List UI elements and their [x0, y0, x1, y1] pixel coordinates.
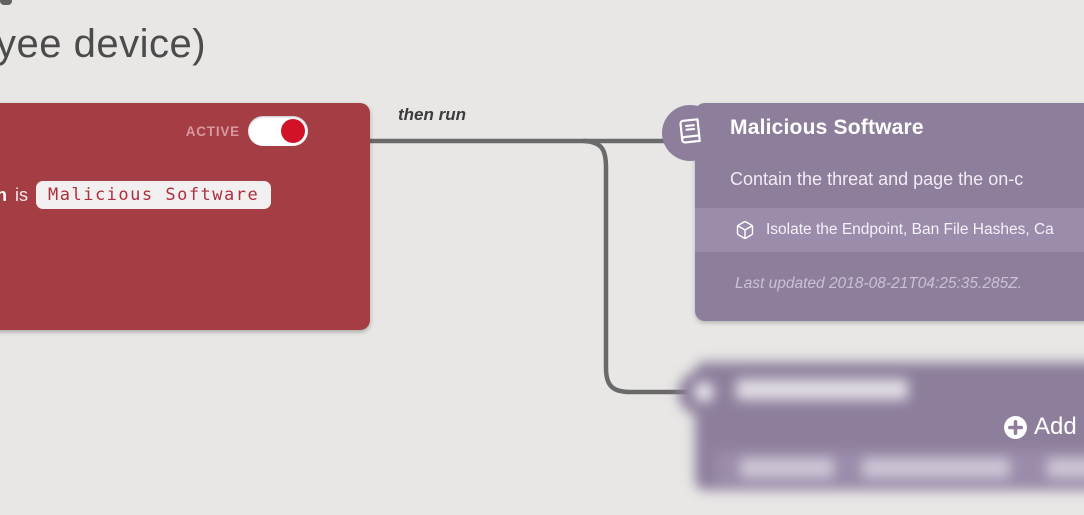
active-label: ACTIVE	[185, 123, 240, 139]
trigger-card[interactable]: ACTIVE n is Malicious Software	[0, 103, 370, 330]
playbook-card[interactable]: Malicious Software Contain the threat an…	[662, 103, 1084, 321]
clipped-text-remnant	[0, 0, 12, 5]
playbook-node-circle	[662, 105, 718, 161]
blurred-step-label	[740, 458, 834, 478]
condition-value-chip: Malicious Software	[36, 181, 272, 209]
blurred-node-icon	[694, 382, 714, 402]
blurred-step-label	[1047, 458, 1084, 478]
cube-icon	[735, 220, 755, 240]
active-toggle[interactable]	[248, 116, 308, 146]
page-title: yee device)	[0, 22, 207, 66]
add-button-label: Add	[1034, 413, 1077, 440]
playbook-last-updated: Last updated 2018-08-21T04:25:35.285Z.	[735, 275, 1022, 292]
trigger-condition: n is Malicious Software	[0, 181, 272, 209]
blurred-step-label	[862, 458, 1010, 478]
playbook-steps-summary: Isolate the Endpoint, Ban File Hashes, C…	[766, 221, 1054, 238]
blurred-placeholder-title	[736, 379, 908, 400]
playbook-steps-row: Isolate the Endpoint, Ban File Hashes, C…	[695, 208, 1084, 252]
condition-verb: is	[15, 184, 28, 205]
connector-label: then run	[398, 105, 466, 124]
condition-field-fragment: n	[0, 184, 7, 205]
plus-circle-icon	[1003, 415, 1028, 440]
playbook-title: Malicious Software	[730, 116, 924, 139]
active-row: ACTIVE	[186, 116, 308, 146]
add-button[interactable]: Add	[1003, 413, 1077, 441]
playbook-subtitle: Contain the threat and page the on-c	[730, 169, 1024, 189]
book-icon	[677, 117, 703, 149]
toggle-knob	[281, 119, 305, 143]
